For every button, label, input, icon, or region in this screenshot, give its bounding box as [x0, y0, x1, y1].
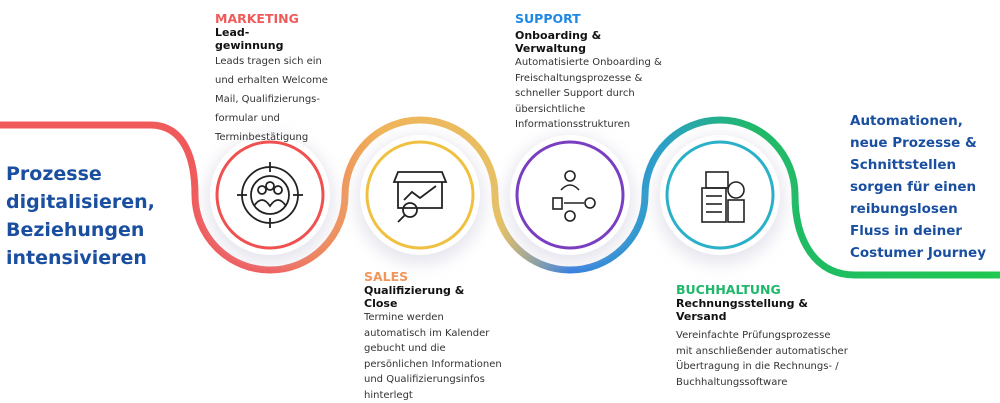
desc-line: Vereinfachte Prüfungsprozesse — [676, 328, 876, 344]
step-category: MARKETING — [215, 12, 385, 26]
step-category: SUPPORT — [515, 12, 705, 26]
intro-line: Beziehungen — [6, 216, 155, 244]
desc-line: formular und — [215, 109, 385, 128]
title-line: Verwaltung — [515, 42, 705, 55]
outro-line: neue Prozesse & — [850, 132, 986, 154]
intro-line: intensivieren — [6, 244, 155, 272]
outro-line: sorgen für einen — [850, 176, 986, 198]
desc-line: Mail, Qualifizierungs- — [215, 90, 385, 109]
outro-line: Fluss in deiner — [850, 220, 986, 242]
step-marketing: MARKETING Lead-gewinnung Leads tragen si… — [215, 12, 385, 147]
desc-line: Leads tragen sich ein — [215, 52, 385, 71]
outro-text: Automationen, neue Prozesse & Schnittste… — [850, 110, 986, 264]
desc-line: mit anschließender automatischer — [676, 344, 876, 360]
step-title: Onboarding &Verwaltung — [515, 29, 705, 55]
step-title: Lead-gewinnung — [215, 26, 385, 52]
desc-line: persönlichen Informationen — [364, 357, 544, 373]
intro-line: digitalisieren, — [6, 188, 155, 216]
desc-line: Buchhaltungssoftware — [676, 375, 876, 391]
desc-line: schneller Support durch — [515, 86, 705, 102]
step-buchhaltung: BUCHHALTUNG Rechnungsstellung &Versand V… — [676, 283, 876, 390]
desc-line: Automatisierte Onboarding & — [515, 55, 705, 71]
title-line: gewinnung — [215, 39, 385, 52]
step-category: BUCHHALTUNG — [676, 283, 876, 297]
title-line: Close — [364, 297, 544, 310]
intro-text: Prozesse digitalisieren, Beziehungen int… — [6, 160, 155, 272]
desc-line: automatisch im Kalender — [364, 326, 544, 342]
step-description: Leads tragen sich ein und erhalten Welco… — [215, 52, 385, 147]
step-description: Automatisierte Onboarding & Freischaltun… — [515, 55, 705, 133]
intro-line: Prozesse — [6, 160, 155, 188]
desc-line: Informationsstrukturen — [515, 117, 705, 133]
desc-line: Übertragung in die Rechnungs- / — [676, 359, 876, 375]
desc-line: und Qualifizierungsinfos — [364, 372, 544, 388]
desc-line: Termine werden — [364, 310, 544, 326]
title-line: Lead- — [215, 26, 385, 39]
desc-line: hinterlegt — [364, 388, 544, 403]
step-title: Rechnungsstellung &Versand — [676, 297, 876, 323]
title-line: Qualifizierung & — [364, 284, 544, 297]
step-support: SUPPORT Onboarding &Verwaltung Automatis… — [515, 12, 705, 133]
desc-line: Terminbestätigung — [215, 128, 385, 147]
title-line: Onboarding & — [515, 29, 705, 42]
desc-line: übersichtliche — [515, 102, 705, 118]
step-title: Qualifizierung &Close — [364, 284, 544, 310]
step-description: Termine werden automatisch im Kalender g… — [364, 310, 544, 403]
outro-line: Automationen, — [850, 110, 986, 132]
step-sales: SALES Qualifizierung &Close Termine werd… — [364, 270, 544, 403]
outro-line: reibungslosen — [850, 198, 986, 220]
desc-line: und erhalten Welcome — [215, 71, 385, 90]
title-line: Rechnungsstellung & — [676, 297, 876, 310]
step-description: Vereinfachte Prüfungsprozesse mit anschl… — [676, 328, 876, 390]
title-line: Versand — [676, 310, 876, 323]
desc-line: gebucht und die — [364, 341, 544, 357]
outro-line: Schnittstellen — [850, 154, 986, 176]
step-category: SALES — [364, 270, 544, 284]
outro-line: Costumer Journey — [850, 242, 986, 264]
desc-line: Freischaltungsprozesse & — [515, 71, 705, 87]
